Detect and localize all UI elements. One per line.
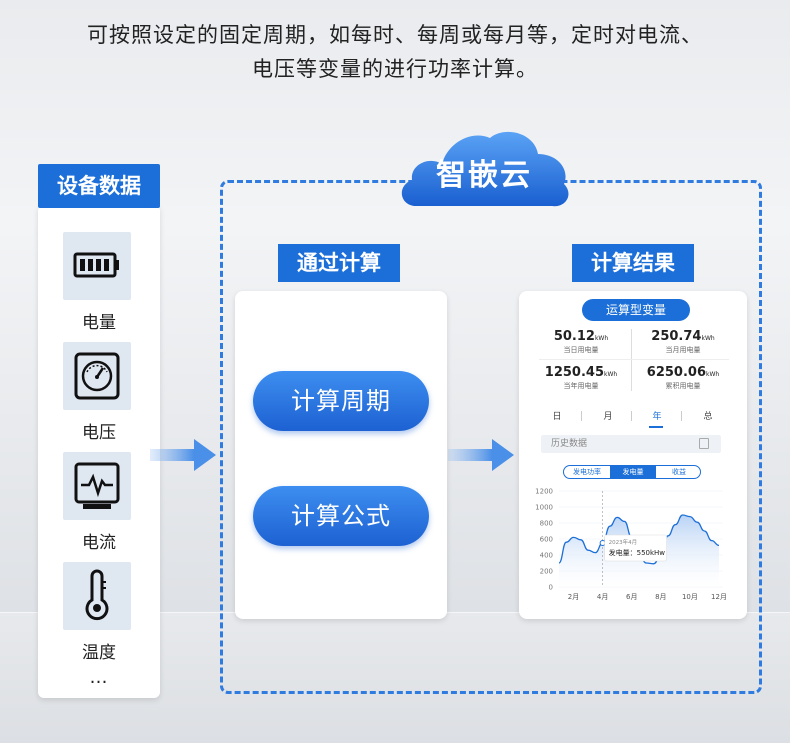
result-title: 计算结果 [572,244,694,282]
arrow-right-icon [448,439,514,471]
stat-total: 6250.06kWh 累积用电量 [633,365,733,391]
compute-formula-button[interactable]: 计算公式 [253,486,429,546]
stat-value: 6250.06 [646,365,706,380]
stat-divider [631,329,632,391]
headline: 可按照设定的固定周期，如每时、每周或每月等，定时对电流、 电压等变量的进行功率计… [0,18,790,86]
current-icon [63,452,131,520]
device-data-panel: 电量 电压 电流 温度 … [38,205,160,698]
compute-card: 计算周期 计算公式 [235,291,447,619]
stat-value: 250.74 [651,329,702,344]
cloud-label: 智嵌云 [436,158,532,193]
arrow-right-icon [150,439,216,471]
thermometer-icon [63,562,131,630]
result-card: 运算型变量 50.12kWh 当日用电量 250.74kWh 当月用电量 125… [519,291,747,619]
x-tick-label: 4月 [597,593,608,601]
compute-period-button[interactable]: 计算周期 [253,371,429,431]
calendar-icon[interactable] [699,438,709,449]
compute-title: 通过计算 [278,244,400,282]
tab-divider [681,411,682,421]
tooltip-value: 发电量：550kHw [609,548,666,557]
more-ellipsis: … [89,667,109,688]
y-tick-label: 200 [540,568,553,576]
stat-month: 250.74kWh 当月用电量 [633,329,733,355]
stat-unit: kWh [594,335,609,342]
device-label-temperature: 温度 [82,643,116,663]
headline-line-1: 可按照设定的固定周期，如每时、每周或每月等，定时对电流、 [87,23,703,47]
x-tick-label: 6月 [626,593,637,601]
stat-divider [539,359,729,360]
device-label-current: 电流 [82,533,116,553]
x-tick-label: 2月 [568,593,579,601]
cloud-icon [401,131,569,207]
y-tick-label: 600 [540,536,553,544]
stat-unit: kWh [701,335,715,342]
y-tick-label: 1200 [535,488,553,496]
tooltip-date: 2023年4月 [609,538,638,546]
x-tick-label: 12月 [711,593,727,601]
tooltip-box [604,534,667,562]
tab-day[interactable]: 日 [552,412,562,422]
y-tick-label: 800 [540,520,553,528]
generation-chart: 1200 1000 800 600 400 200 0 2月 4月 6月 8月 10月 12月 2023年… [535,488,727,602]
x-tick-label: 8月 [655,593,666,601]
battery-icon [63,232,131,300]
stat-year: 1250.45kWh 当年用电量 [531,365,631,391]
stat-label: 当年用电量 [563,382,599,390]
stat-value: 1250.45 [544,365,604,380]
tab-total[interactable]: 总 [703,412,713,422]
segment-power[interactable]: 发电功率 [573,468,601,476]
stat-day: 50.12kWh 当日用电量 [531,329,631,355]
y-tick-label: 400 [540,552,553,560]
y-tick-label: 1000 [535,504,553,512]
history-input[interactable]: 历史数据 [541,435,721,453]
stat-label: 当月用电量 [665,346,701,354]
tab-year[interactable]: 年 [652,412,662,422]
device-data-title: 设备数据 [38,164,160,208]
stat-label: 当日用电量 [563,346,599,354]
stat-label: 累积用电量 [665,382,701,390]
device-label-power: 电量 [82,313,116,333]
headline-line-2: 电压等变量的进行功率计算。 [252,57,538,81]
tab-month[interactable]: 月 [603,412,613,422]
variables-title: 运算型变量 [582,299,690,321]
stat-value: 50.12 [553,329,595,344]
segment-revenue[interactable]: 收益 [672,468,686,476]
segment-generation[interactable]: 发电量 [610,466,656,478]
x-tick-label: 10月 [682,593,698,601]
y-tick-label: 0 [549,584,553,592]
stat-unit: kWh [706,371,720,378]
tab-divider [581,411,582,421]
tab-active-indicator [649,426,663,428]
stat-unit: kWh [604,371,618,378]
device-label-voltage: 电压 [82,423,116,443]
gauge-icon [63,342,131,410]
tab-divider [631,411,632,421]
series-area [559,515,719,587]
metric-segmented-control: 发电功率 发电量 收益 [563,465,701,479]
